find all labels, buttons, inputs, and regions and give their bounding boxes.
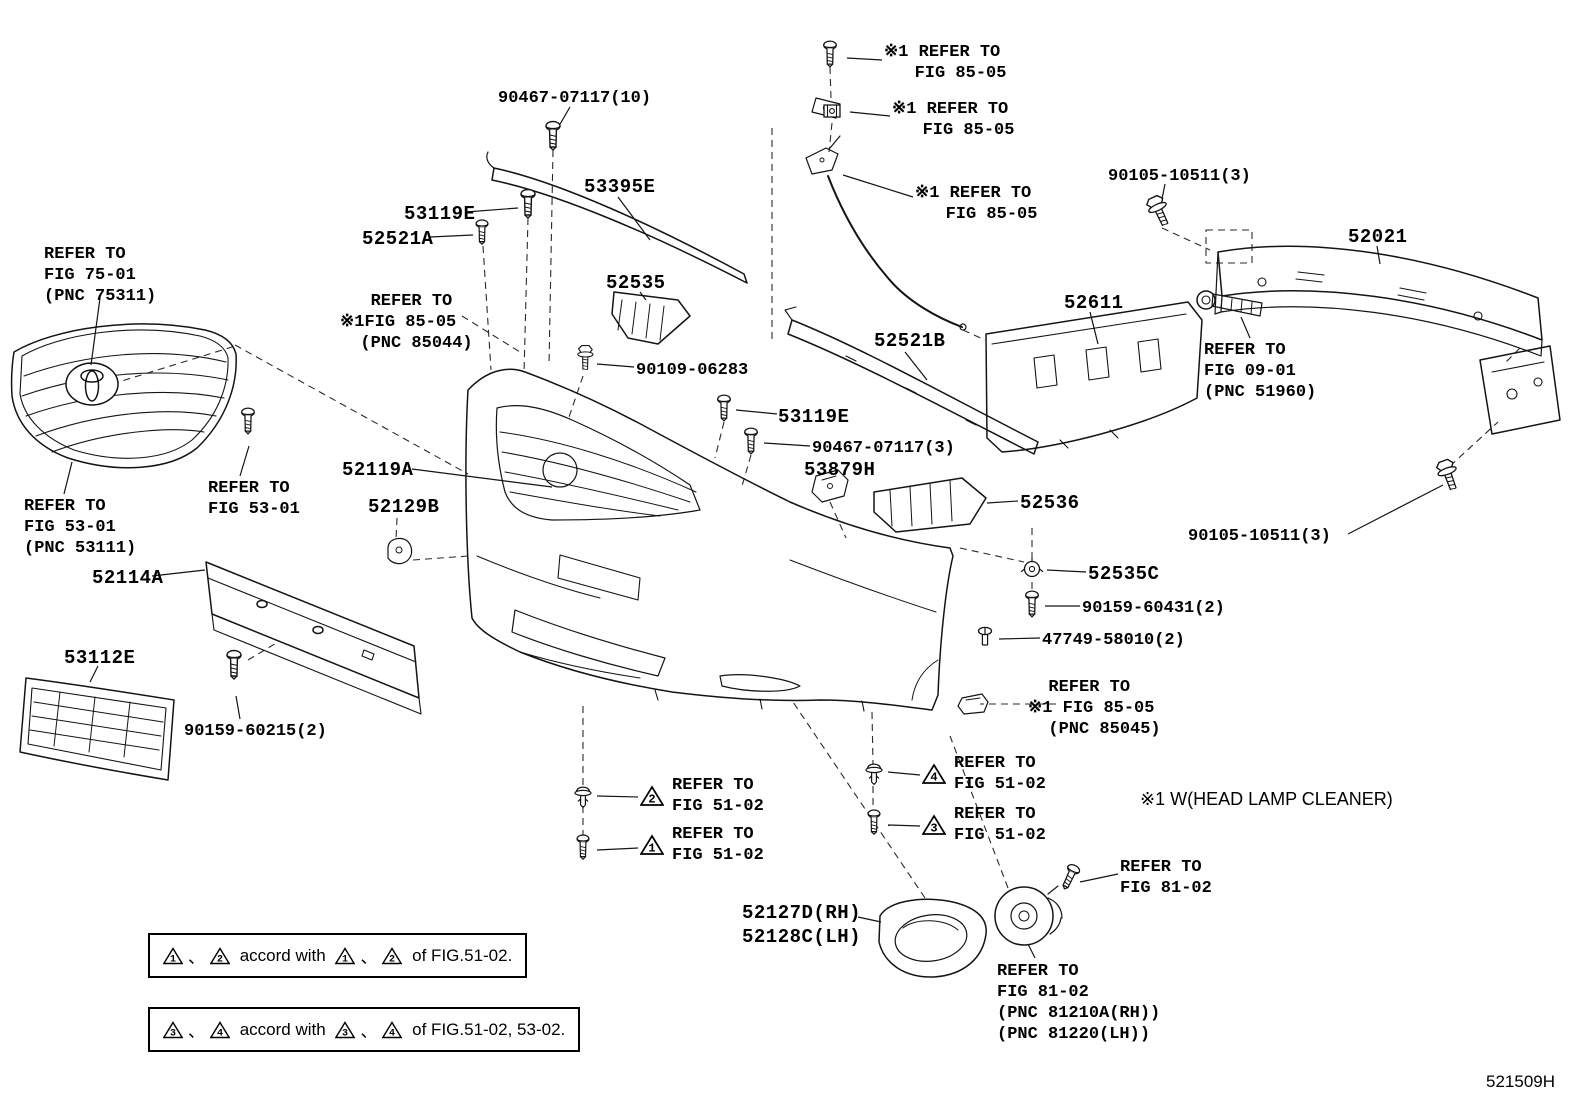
toyota-emblem-icon <box>65 362 119 406</box>
front-bumper-cover-52119A <box>465 368 954 712</box>
flower-clip-icon <box>1020 557 1044 578</box>
upper-grille <box>10 323 237 469</box>
energy-absorber-52611 <box>985 301 1203 453</box>
screw-icon <box>475 219 489 245</box>
doc-number: 521509H <box>1486 1072 1556 1091</box>
push-pin-icon <box>574 786 592 809</box>
clip-icon <box>823 104 841 118</box>
screw-icon <box>576 834 590 860</box>
screw-icon <box>1058 862 1082 893</box>
clip-53879H <box>811 469 849 503</box>
fog-lamp <box>994 885 1063 946</box>
fog-lamp-bezel-52127D <box>878 898 987 978</box>
side-support-52536 <box>873 477 987 533</box>
grommet-52129B <box>387 537 413 565</box>
screw-icon <box>744 427 758 455</box>
bolt-icon <box>1143 192 1175 230</box>
lower-grille-53112E <box>19 677 175 781</box>
bolt-icon <box>577 345 594 371</box>
screw-icon <box>226 649 242 680</box>
screw-icon <box>241 407 255 435</box>
bumper-reinforcement-52021 <box>1196 245 1561 435</box>
rivet-icon <box>977 626 993 646</box>
screw-icon <box>717 394 731 422</box>
screw-icon <box>823 40 837 68</box>
hood-seal-53395E <box>486 151 748 284</box>
tow-hook <box>1196 290 1263 317</box>
fasteners <box>226 40 1464 893</box>
screw-icon <box>545 120 561 151</box>
screw-icon <box>867 809 881 835</box>
screw-icon <box>1025 590 1039 618</box>
clip-pnc85045 <box>957 693 989 715</box>
leader-lines <box>63 57 1444 959</box>
screw-icon <box>520 188 536 219</box>
push-pin-icon <box>865 763 883 786</box>
side-support-52535 <box>611 291 691 345</box>
bumper-retainer-52521B <box>784 306 1039 455</box>
license-plate-bracket-52114A <box>205 561 422 715</box>
headlamp-washer-hose <box>805 97 967 331</box>
dashed-assembly-lines <box>111 66 1521 899</box>
